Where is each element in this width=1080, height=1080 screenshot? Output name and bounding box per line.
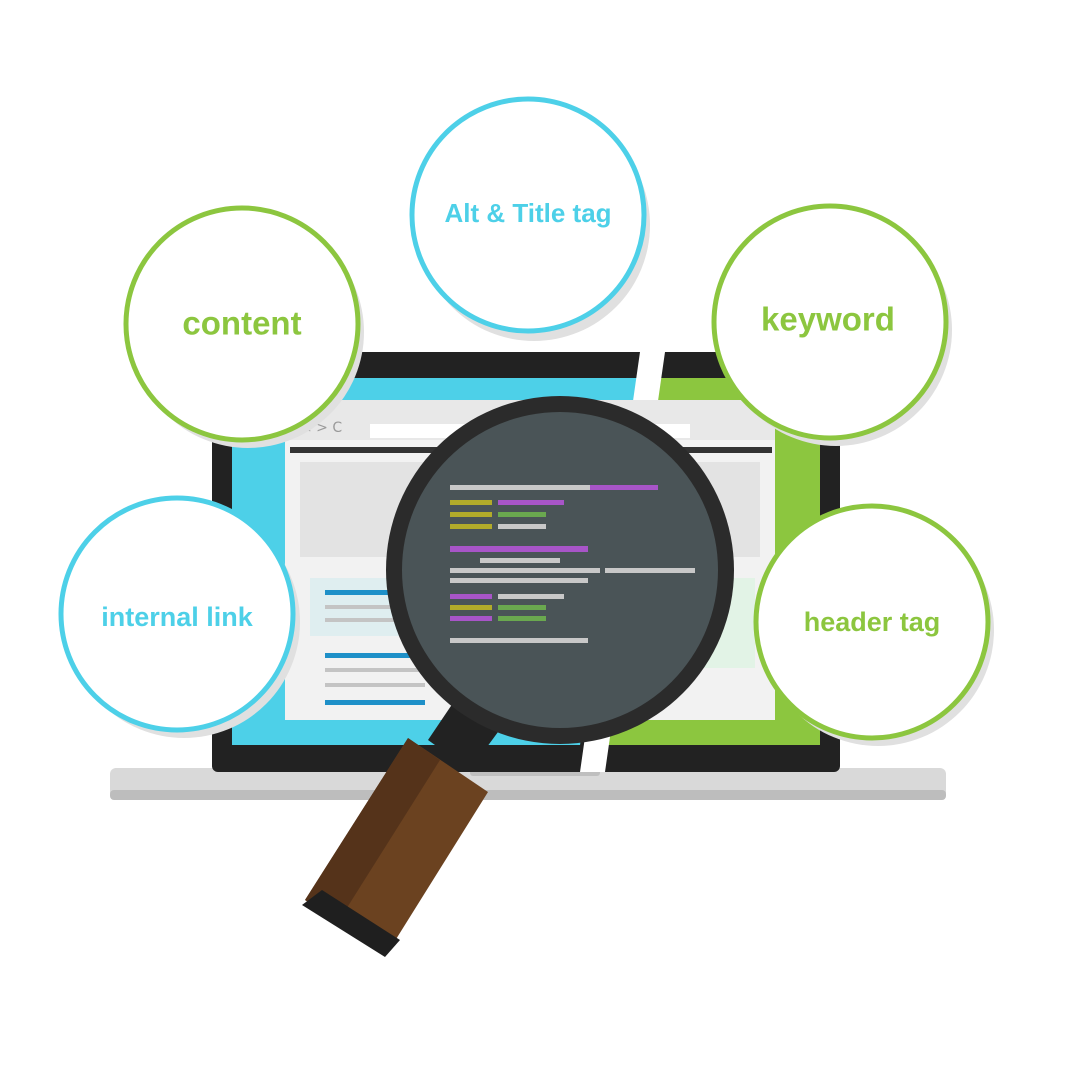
laptop-base <box>110 768 946 800</box>
bubble-label-content: content <box>182 305 301 342</box>
code-lines <box>450 485 695 643</box>
bubble-content: content <box>123 205 364 448</box>
bubble-internal-link: internal link <box>58 495 300 738</box>
magnifying-glass-icon <box>302 396 734 957</box>
bubble-label-keyword: keyword <box>761 301 895 338</box>
bubble-label-header-tag: header tag <box>804 607 941 637</box>
bubble-label-internal-link: internal link <box>101 602 254 632</box>
handle <box>302 738 488 957</box>
bubble-keyword: keyword <box>711 203 952 446</box>
bubble-header-tag: header tag <box>753 503 994 746</box>
bubble-alt-title-tag: Alt & Title tag <box>409 96 650 341</box>
bubble-label-alt-title-tag: Alt & Title tag <box>444 198 611 228</box>
